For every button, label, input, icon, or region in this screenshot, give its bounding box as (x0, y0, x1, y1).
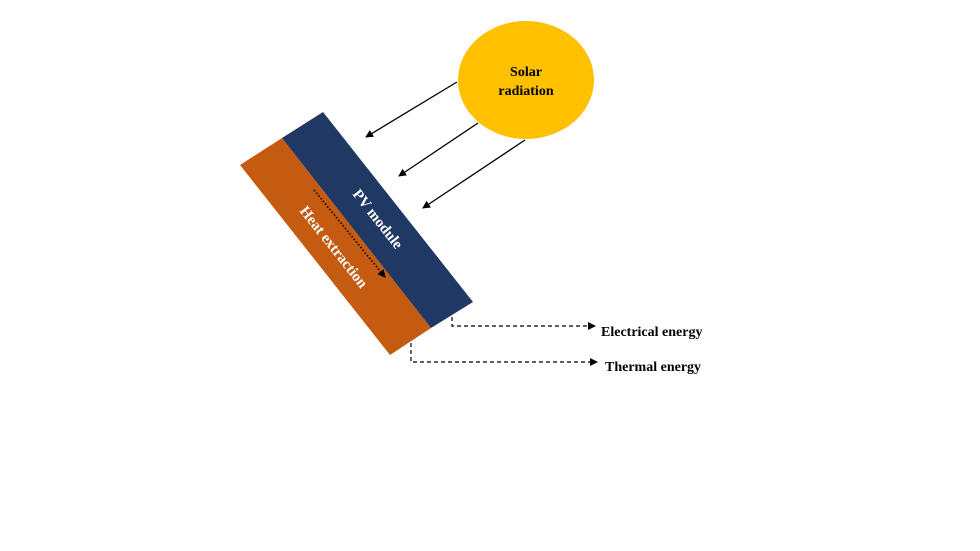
radiation-arrow-1 (365, 81, 458, 138)
radiation-arrow-3 (422, 139, 526, 209)
thermal-energy-label: Thermal energy (605, 360, 701, 375)
electrical-energy-label: Electrical energy (601, 325, 702, 340)
heat-extraction-layer (240, 138, 431, 355)
pv-module-layer (282, 112, 473, 328)
sun (458, 21, 594, 139)
heat-flow-arrow (313, 189, 386, 278)
sun-label-line2: radiation (498, 84, 553, 99)
electrical-energy-arrow (451, 317, 596, 330)
radiation-arrow-2 (398, 122, 479, 177)
sun-label-line1: Solar (510, 65, 542, 80)
thermal-energy-arrow (410, 343, 598, 366)
